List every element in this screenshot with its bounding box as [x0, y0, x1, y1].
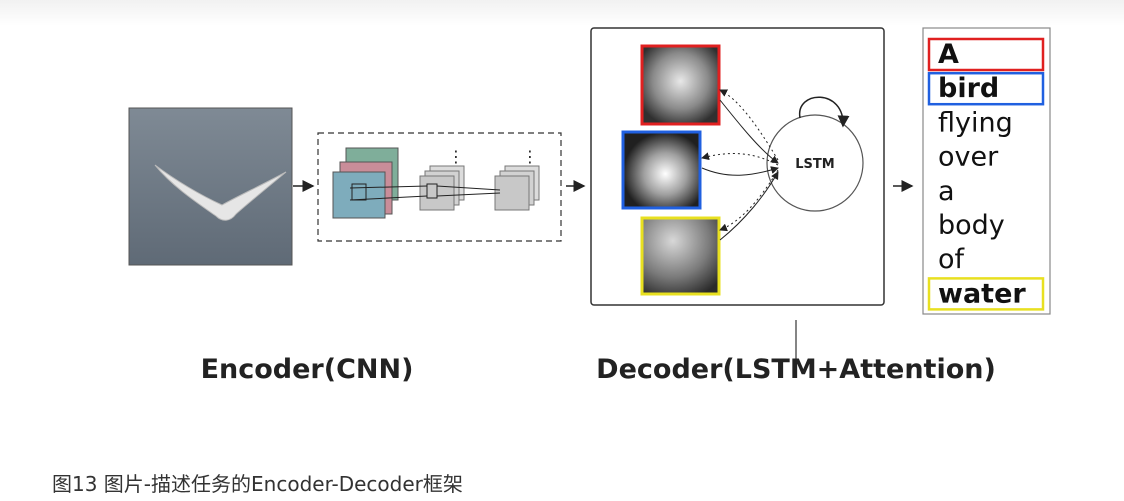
decoder-label: Decoder(LSTM+Attention) — [596, 354, 996, 385]
lstm-label: LSTM — [795, 157, 834, 172]
word-highlight-box — [927, 277, 1045, 311]
lstm-node — [766, 114, 864, 212]
attention-map-water — [640, 216, 721, 296]
svg-text:⋮: ⋮ — [522, 147, 538, 166]
caption-word: flying — [938, 107, 1013, 138]
caption-word: over — [938, 142, 999, 173]
decoder-block: LSTM — [590, 27, 885, 306]
caption-word: of — [938, 244, 966, 275]
figure-caption: 图13 图片-描述任务的Encoder-Decoder框架 — [52, 472, 463, 496]
top-band — [0, 0, 1124, 26]
word-highlight-box — [927, 37, 1045, 72]
caption-word: body — [938, 210, 1005, 241]
caption-word: water — [938, 278, 1026, 309]
input-bird-image — [128, 107, 293, 266]
attention-map-a — [640, 44, 721, 126]
svg-text:⋮: ⋮ — [448, 147, 464, 166]
encoder-label: Encoder(CNN) — [201, 354, 414, 385]
word-highlight-box — [927, 71, 1045, 106]
caption-word: bird — [938, 73, 999, 104]
lstm-self-loop — [799, 96, 850, 128]
caption-word: a — [938, 176, 955, 207]
cnn-block: ⋮ ⋮ — [317, 132, 562, 242]
attention-map-bird — [621, 130, 702, 210]
caption-word: A — [938, 39, 959, 70]
